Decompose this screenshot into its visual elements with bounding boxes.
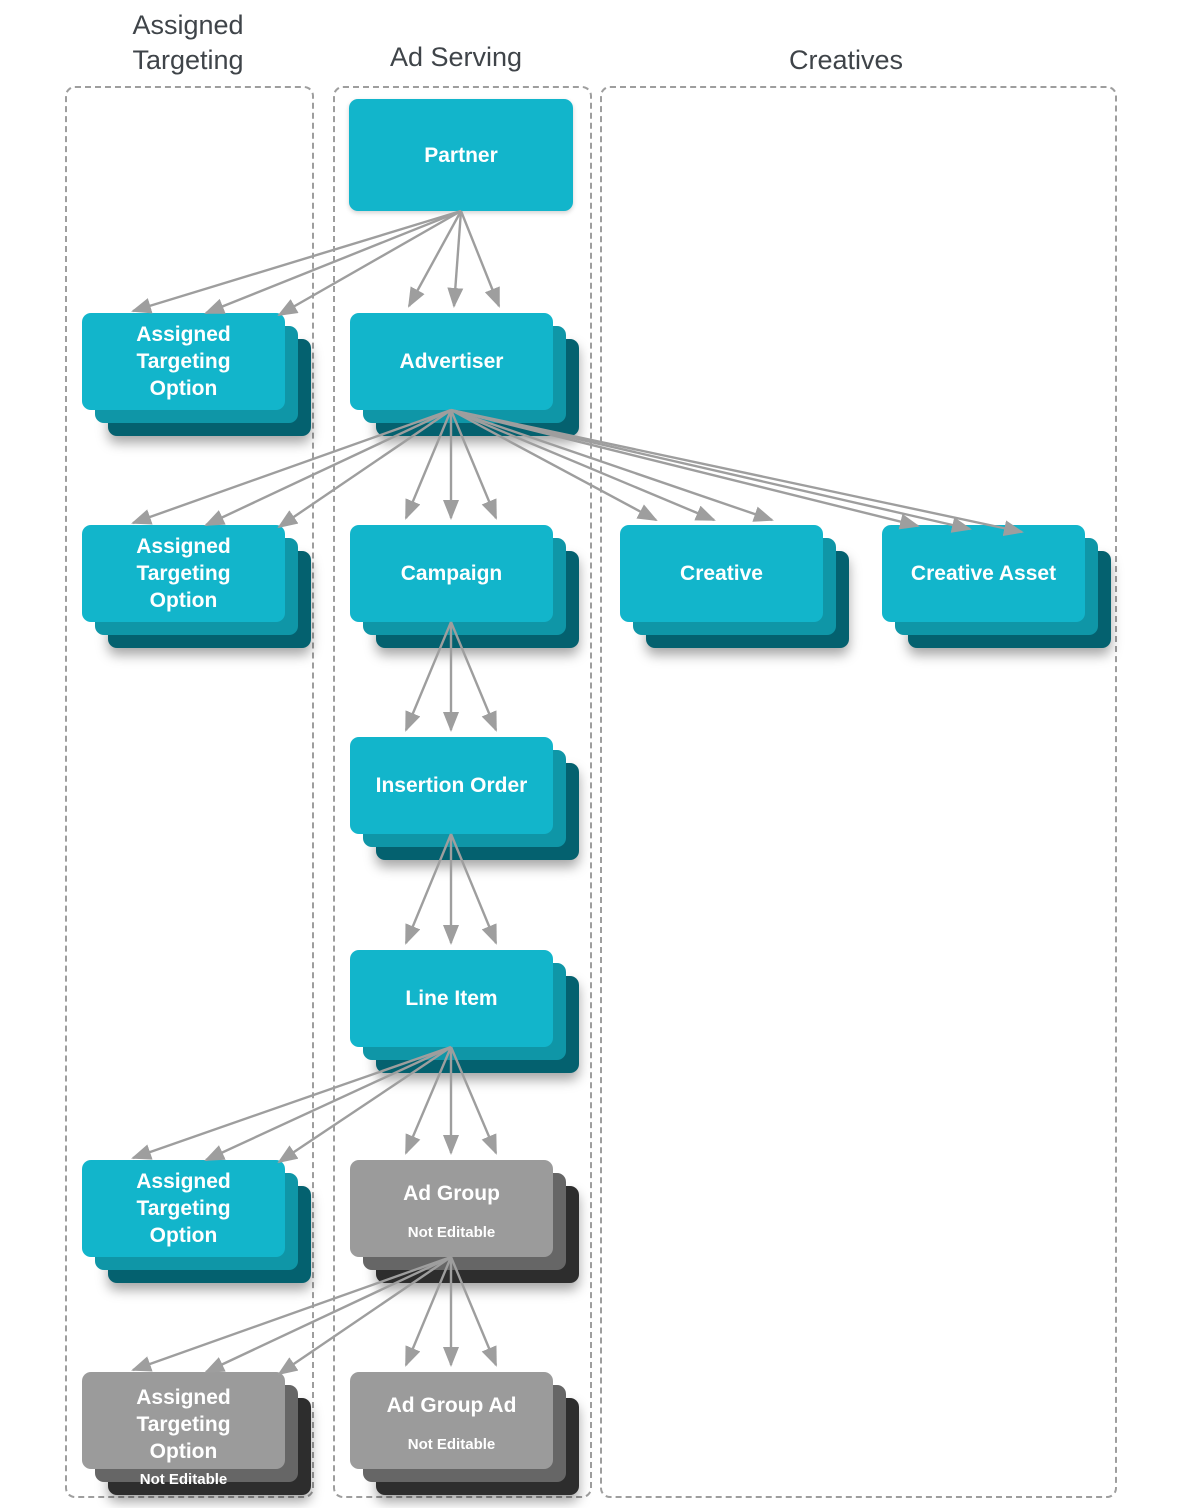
node-label: Insertion Order	[375, 774, 528, 797]
column-header-assigned-targeting: Assigned Targeting	[132, 10, 244, 75]
node-assigned-targeting-option-partner[interactable]: Assigned Targeting Option	[82, 313, 311, 436]
node-face: Assigned Targeting Option	[82, 313, 285, 410]
node-label: Advertiser	[399, 350, 504, 373]
node-face: Campaign	[350, 525, 553, 622]
node-label: Creative	[680, 562, 763, 585]
node-assigned-targeting-option-ad-group[interactable]: Assigned Targeting Option Not Editable	[82, 1372, 311, 1495]
node-label: Ad Group	[403, 1182, 500, 1205]
node-campaign[interactable]: Campaign	[350, 525, 579, 648]
node-label: Line Item	[405, 987, 498, 1010]
node-face: Partner	[349, 99, 573, 211]
node-creative-asset[interactable]: Creative Asset	[882, 525, 1111, 648]
node-partner[interactable]: Partner	[349, 99, 573, 211]
node-face: Creative	[620, 525, 823, 622]
node-sublabel: Not Editable	[407, 1436, 496, 1453]
node-label: Assigned Targeting Option	[136, 1170, 231, 1247]
node-label: Assigned Targeting Option	[136, 323, 231, 400]
node-face: Assigned Targeting Option	[82, 525, 285, 622]
node-assigned-targeting-option-advertiser[interactable]: Assigned Targeting Option	[82, 525, 311, 648]
node-face: Advertiser	[350, 313, 553, 410]
node-label: Creative Asset	[910, 562, 1057, 585]
node-ad-group-ad[interactable]: Ad Group Ad Not Editable	[350, 1372, 579, 1495]
node-label: Ad Group Ad	[386, 1394, 517, 1417]
column-header-ad-serving: Ad Serving	[389, 42, 523, 72]
node-face: Assigned Targeting Option Not Editable	[82, 1372, 285, 1488]
node-label: Assigned Targeting Option	[136, 1386, 231, 1463]
node-line-item[interactable]: Line Item	[350, 950, 579, 1073]
node-face: Creative Asset	[882, 525, 1085, 622]
node-face: Ad Group Ad Not Editable	[350, 1372, 553, 1469]
column-ad-serving	[333, 86, 592, 1498]
column-assigned-targeting	[65, 86, 314, 1498]
column-creatives	[600, 86, 1117, 1498]
column-header-creatives: Creatives	[788, 45, 904, 75]
node-label: Partner	[424, 143, 498, 167]
node-creative[interactable]: Creative	[620, 525, 849, 648]
node-assigned-targeting-option-line-item[interactable]: Assigned Targeting Option	[82, 1160, 311, 1283]
node-sublabel: Not Editable	[139, 1471, 228, 1488]
node-insertion-order[interactable]: Insertion Order	[350, 737, 579, 860]
node-advertiser[interactable]: Advertiser	[350, 313, 579, 436]
node-face: Assigned Targeting Option	[82, 1160, 285, 1257]
node-sublabel: Not Editable	[407, 1224, 496, 1241]
node-label: Campaign	[400, 562, 503, 585]
node-label: Assigned Targeting Option	[136, 535, 231, 612]
node-face: Line Item	[350, 950, 553, 1047]
node-face: Insertion Order	[350, 737, 553, 834]
node-face: Ad Group Not Editable	[350, 1160, 553, 1257]
node-ad-group[interactable]: Ad Group Not Editable	[350, 1160, 579, 1283]
